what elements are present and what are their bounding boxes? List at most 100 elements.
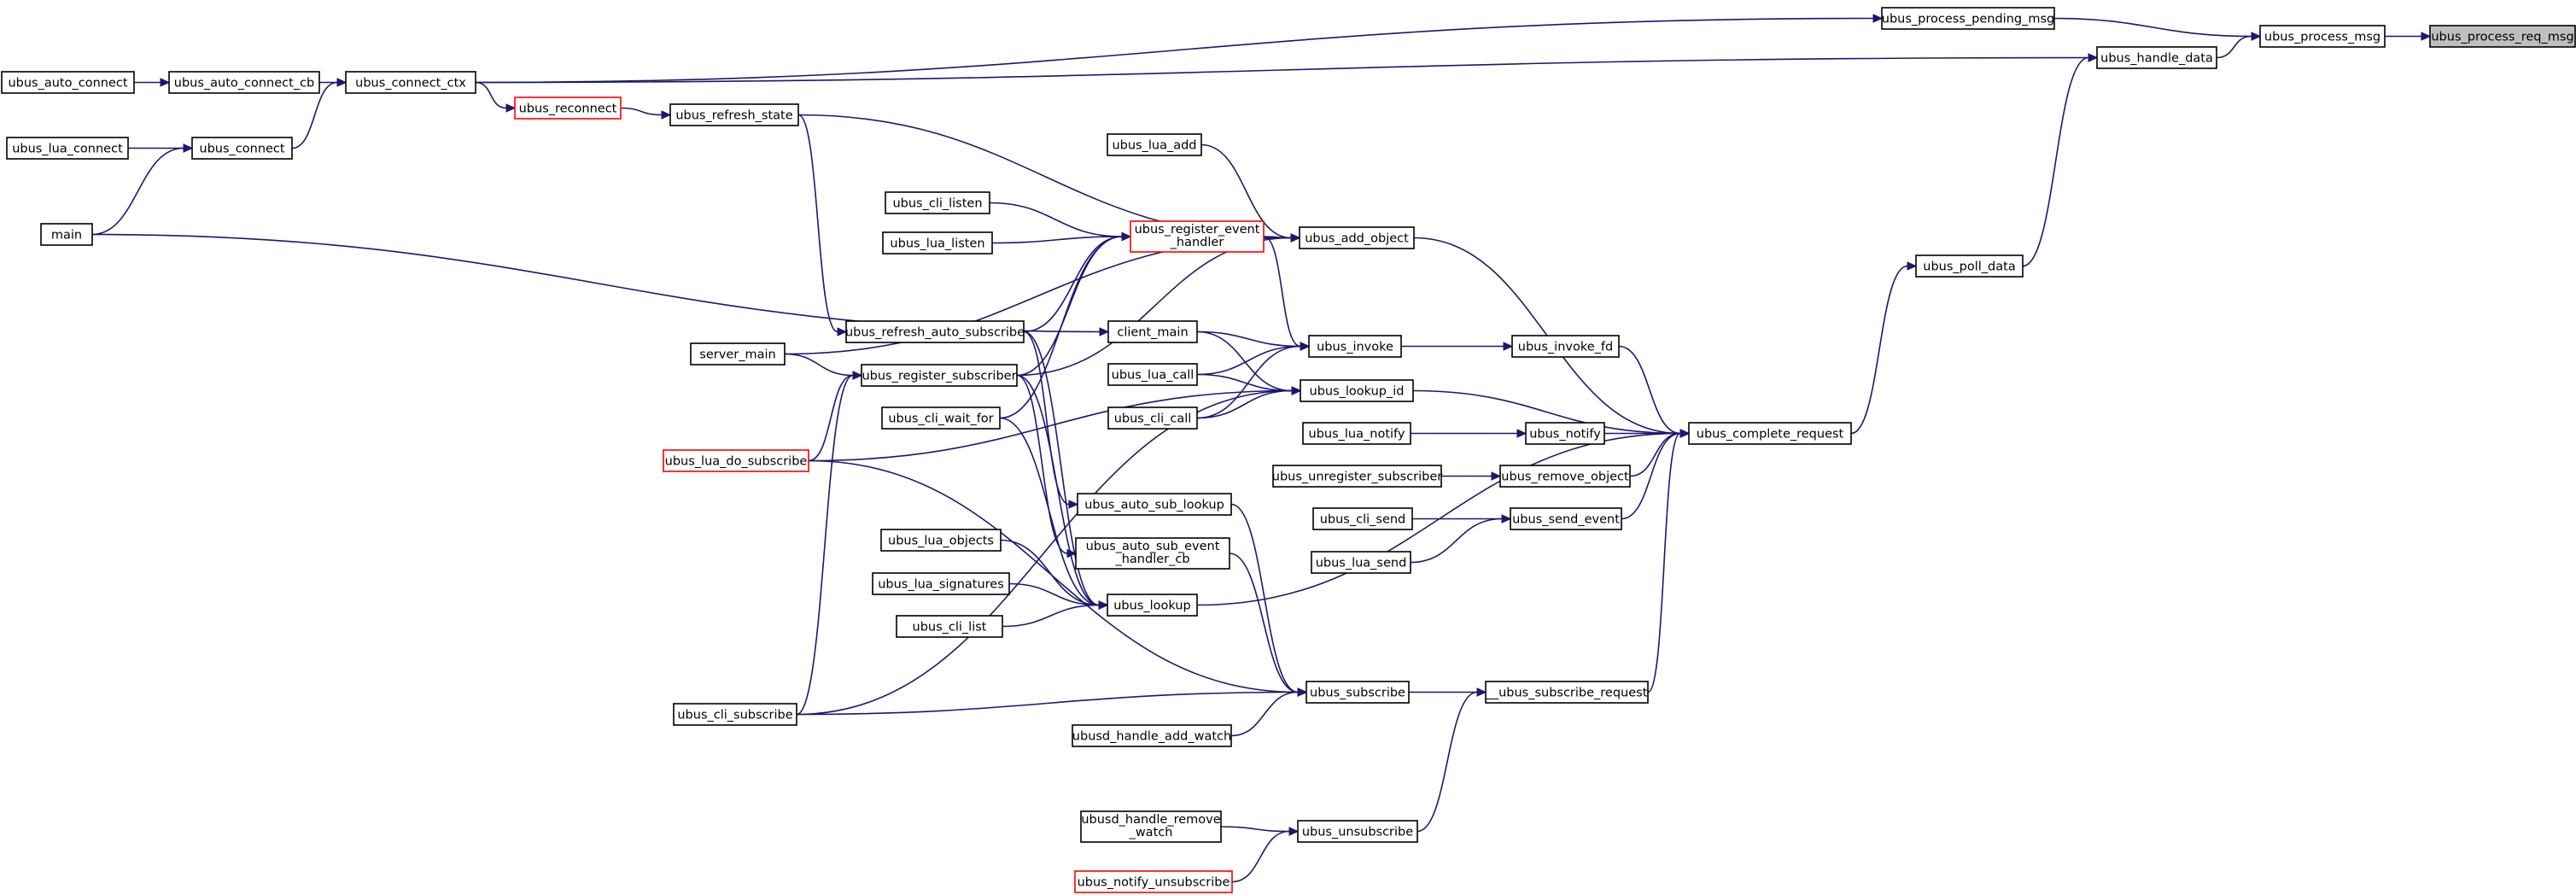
node-ubusd-handle-add-watch[interactable]: ubusd_handle_add_watch <box>1072 724 1232 747</box>
node-ubus-auto-sub-event-handler-cb[interactable]: ubus_auto_sub_event_handler_cb <box>1075 537 1230 570</box>
node-ubus-auto-sub-lookup[interactable]: ubus_auto_sub_lookup <box>1077 493 1232 516</box>
node-ubus-notify[interactable]: ubus_notify <box>1525 422 1605 445</box>
node-ubus-auto-connect[interactable]: ubus_auto_connect <box>1 71 135 94</box>
edge-line <box>991 236 1123 244</box>
node-ubus-auto-connect-cb[interactable]: ubus_auto_connect_cb <box>168 71 320 94</box>
node-box <box>2096 46 2217 69</box>
node-main[interactable]: main <box>40 223 93 246</box>
node-label: ubus_register_event <box>1135 223 1260 237</box>
edges-layer <box>91 14 2432 883</box>
edge-arrowhead <box>1501 514 1512 524</box>
node-ubus-refresh-auto-subscribe[interactable]: ubus_refresh_auto_subscribe <box>845 320 1025 343</box>
node-ubus-notify-unsubscribe[interactable]: ubus_notify_unsubscribe <box>1074 870 1233 893</box>
node-client-main[interactable]: client_main <box>1107 320 1198 343</box>
node-ubusd-handle-remove-watch[interactable]: ubusd_handle_remove_watch <box>1080 810 1222 843</box>
node-ubus-subscribe-request[interactable]: __ubus_subscribe_request <box>1485 681 1649 704</box>
node-ubus-cli-subscribe[interactable]: ubus_cli_subscribe <box>673 703 797 726</box>
node-box <box>1074 870 1233 893</box>
node-ubus-refresh-state[interactable]: ubus_refresh_state <box>669 103 799 126</box>
node-ubus-process-msg[interactable]: ubus_process_msg <box>2259 25 2386 48</box>
edge-arrowhead <box>1872 14 1884 23</box>
node-ubus-handle-data[interactable]: ubus_handle_data <box>2096 46 2217 69</box>
edge-arrowhead <box>1291 386 1302 395</box>
node-ubus-reconnect[interactable]: ubus_reconnect <box>514 97 622 120</box>
node-ubus-cli-list[interactable]: ubus_cli_list <box>896 615 1003 638</box>
node-box <box>1272 465 1442 488</box>
edge-arrowhead <box>1290 233 1301 243</box>
node-box <box>2259 25 2386 48</box>
edge-arrowhead <box>2088 53 2099 62</box>
node-ubus-complete-request[interactable]: ubus_complete_request <box>1688 422 1852 445</box>
node-box <box>1311 551 1411 574</box>
node-ubus-invoke-fd[interactable]: ubus_invoke_fd <box>1511 335 1620 358</box>
node-box <box>690 342 786 366</box>
node-ubus-lua-signatures[interactable]: ubus_lua_signatures <box>872 572 1010 595</box>
node-ubus-lua-notify[interactable]: ubus_lua_notify <box>1302 422 1411 445</box>
node-ubus-subscribe[interactable]: ubus_subscribe <box>1306 681 1410 704</box>
node-box <box>1297 820 1418 843</box>
node-ubus-cli-listen[interactable]: ubus_cli_listen <box>885 191 990 214</box>
node-ubus-process-pending-msg[interactable]: ubus_process_pending_msg <box>1881 7 2055 30</box>
node-box <box>881 407 1001 430</box>
node-label: _watch <box>1129 826 1173 839</box>
edge-line <box>1230 503 1299 693</box>
node-ubus-cli-send[interactable]: ubus_cli_send <box>1312 507 1413 530</box>
node-ubus-lua-connect[interactable]: ubus_lua_connect <box>6 137 129 160</box>
node-ubus-lua-objects[interactable]: ubus_lua_objects <box>880 529 1002 552</box>
node-ubus-lookup[interactable]: ubus_lookup <box>1107 594 1198 617</box>
node-label: ubus_refresh_auto_subscribe <box>845 326 1025 340</box>
node-box <box>1688 422 1852 445</box>
node-label: ubus_auto_connect <box>8 77 127 91</box>
node-ubus-process-req-msg[interactable]: ubus_process_req_msg <box>2429 25 2576 48</box>
node-ubus-lua-listen[interactable]: ubus_lua_listen <box>882 231 993 254</box>
edge-arrowhead <box>1098 600 1109 610</box>
node-box <box>1499 465 1631 488</box>
node-box <box>882 231 993 254</box>
node-ubus-register-subscriber[interactable]: ubus_register_subscriber <box>861 364 1018 387</box>
node-ubus-poll-data[interactable]: ubus_poll_data <box>1915 254 2024 278</box>
node-server-main[interactable]: server_main <box>690 342 786 366</box>
node-ubus-lua-call[interactable]: ubus_lua_call <box>1107 363 1198 386</box>
node-box <box>345 71 476 94</box>
edge-arrowhead <box>1300 342 1311 351</box>
node-ubus-lua-do-subscribe[interactable]: ubus_lua_do_subscribe <box>663 449 809 472</box>
node-label: ubus_cli_send <box>1320 513 1406 527</box>
node-box <box>896 615 1003 638</box>
node-label: _handler <box>1170 236 1224 249</box>
node-box <box>40 223 93 246</box>
node-label: ubus_process_req_msg <box>2431 31 2573 44</box>
node-ubus-invoke[interactable]: ubus_invoke <box>1308 335 1402 358</box>
node-ubus-lookup-id[interactable]: ubus_lookup_id <box>1300 379 1414 402</box>
node-ubus-connect[interactable]: ubus_connect <box>191 137 293 160</box>
node-label: ubus_cli_listen <box>892 197 982 211</box>
node-label: ubus_cli_call <box>1114 412 1192 426</box>
node-label: ubus_unregister_subscriber <box>1272 471 1443 484</box>
node-ubus-cli-wait-for[interactable]: ubus_cli_wait_for <box>881 407 1001 430</box>
edge-arrowhead <box>852 371 863 380</box>
node-label: client_main <box>1117 326 1188 340</box>
node-box <box>1308 335 1402 358</box>
node-label: ubus_lua_call <box>1112 369 1195 383</box>
node-ubus-cli-call[interactable]: ubus_cli_call <box>1107 407 1198 430</box>
node-ubus-register-event-handler[interactable]: ubus_register_event_handler <box>1130 220 1265 253</box>
node-label: ubus_remove_object <box>1501 471 1629 484</box>
node-ubus-unsubscribe[interactable]: ubus_unsubscribe <box>1297 820 1418 843</box>
edge-line <box>620 107 663 116</box>
edge-arrowhead <box>2251 32 2262 41</box>
node-label: ubus_lua_notify <box>1309 428 1405 442</box>
node-ubus-remove-object[interactable]: ubus_remove_object <box>1499 465 1631 488</box>
node-ubus-lua-add[interactable]: ubus_lua_add <box>1107 133 1202 156</box>
node-box <box>673 703 797 726</box>
node-ubus-connect-ctx[interactable]: ubus_connect_ctx <box>345 71 476 94</box>
node-ubus-lua-send[interactable]: ubus_lua_send <box>1311 551 1411 574</box>
node-box <box>845 320 1025 343</box>
node-ubus-send-event[interactable]: ubus_send_event <box>1510 507 1622 530</box>
node-box <box>1300 379 1414 402</box>
node-box <box>1915 254 2024 278</box>
edge-line <box>1016 237 1292 377</box>
edge-line <box>797 114 1292 239</box>
node-label: main <box>51 229 82 243</box>
node-ubus-add-object[interactable]: ubus_add_object <box>1299 226 1415 249</box>
edge-line <box>999 236 1123 419</box>
node-ubus-unregister-subscriber[interactable]: ubus_unregister_subscriber <box>1272 465 1443 488</box>
